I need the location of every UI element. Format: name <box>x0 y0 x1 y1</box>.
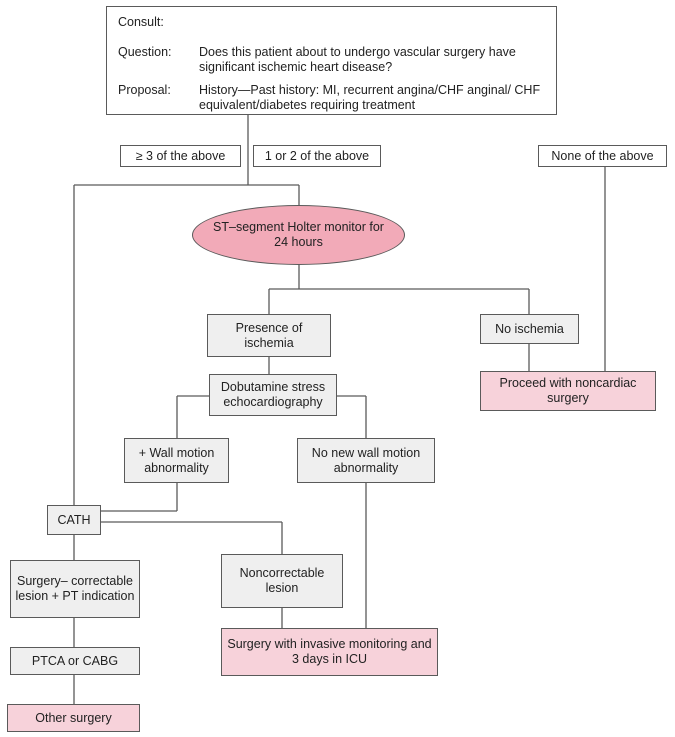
wall-motion-node: + Wall motion abnormality <box>124 438 229 483</box>
surgery-correctable-node: Surgery– correctable lesion + PT indicat… <box>10 560 140 618</box>
branch-one-or-two: 1 or 2 of the above <box>253 145 381 167</box>
consult-box: Consult: Question: Does this patient abo… <box>106 6 557 115</box>
question-text: Does this patient about to undergo vascu… <box>199 45 516 74</box>
other-surgery-node: Other surgery <box>7 704 140 732</box>
surgery-invasive-node: Surgery with invasive monitoring and 3 d… <box>221 628 438 676</box>
holter-monitor-node: ST–segment Holter monitor for 24 hours <box>192 205 405 265</box>
ptca-cabg-node: PTCA or CABG <box>10 647 140 675</box>
proposal-text: History—Past history: MI, recurrent angi… <box>199 83 541 112</box>
proceed-noncardiac-node: Proceed with noncardiac surgery <box>480 371 656 411</box>
proposal-label: Proposal: <box>118 83 171 97</box>
presence-ischemia-node: Presence of ischemia <box>207 314 331 357</box>
noncorrectable-node: Noncorrectable lesion <box>221 554 343 608</box>
question-label: Question: <box>118 45 172 59</box>
dobutamine-node: Dobutamine stress echocardiography <box>209 374 337 416</box>
no-ischemia-node: No ischemia <box>480 314 579 344</box>
consult-label: Consult: <box>118 15 164 29</box>
no-wall-motion-node: No new wall motion abnormality <box>297 438 435 483</box>
branch-none: None of the above <box>538 145 667 167</box>
cath-node: CATH <box>47 505 101 535</box>
branch-three-or-more: ≥ 3 of the above <box>120 145 241 167</box>
